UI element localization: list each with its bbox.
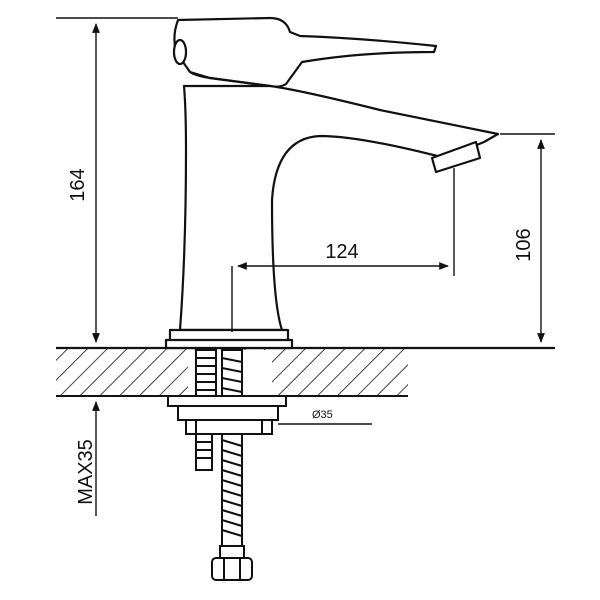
- dimension-lines: [56, 17, 555, 516]
- hose-ferrule: [219, 545, 245, 559]
- handle-seam: [189, 70, 271, 88]
- label-base-diameter: Ø35: [312, 409, 333, 421]
- mounting-assembly: [167, 349, 287, 581]
- threaded-rod: [195, 433, 213, 471]
- countertop: [56, 346, 555, 397]
- handle-pivot: [172, 38, 188, 66]
- label-spout-reach: 124: [325, 241, 358, 263]
- faucet-handle: [173, 16, 438, 88]
- hose-connector-nut: [211, 557, 253, 581]
- washer: [167, 395, 287, 407]
- faucet-body: [178, 84, 500, 332]
- label-spout-height: 106: [513, 228, 535, 261]
- faucet: [164, 16, 500, 350]
- dimension-labels: 164 106 124 Ø35 MAX35: [67, 168, 535, 504]
- fixing-nut: [185, 419, 273, 435]
- label-height-total: 164: [67, 168, 89, 201]
- fixing-plate: [177, 405, 279, 421]
- label-max-thickness: MAX35: [75, 439, 97, 505]
- faucet-aerator: [430, 140, 482, 174]
- faucet-base-flange: [164, 338, 294, 350]
